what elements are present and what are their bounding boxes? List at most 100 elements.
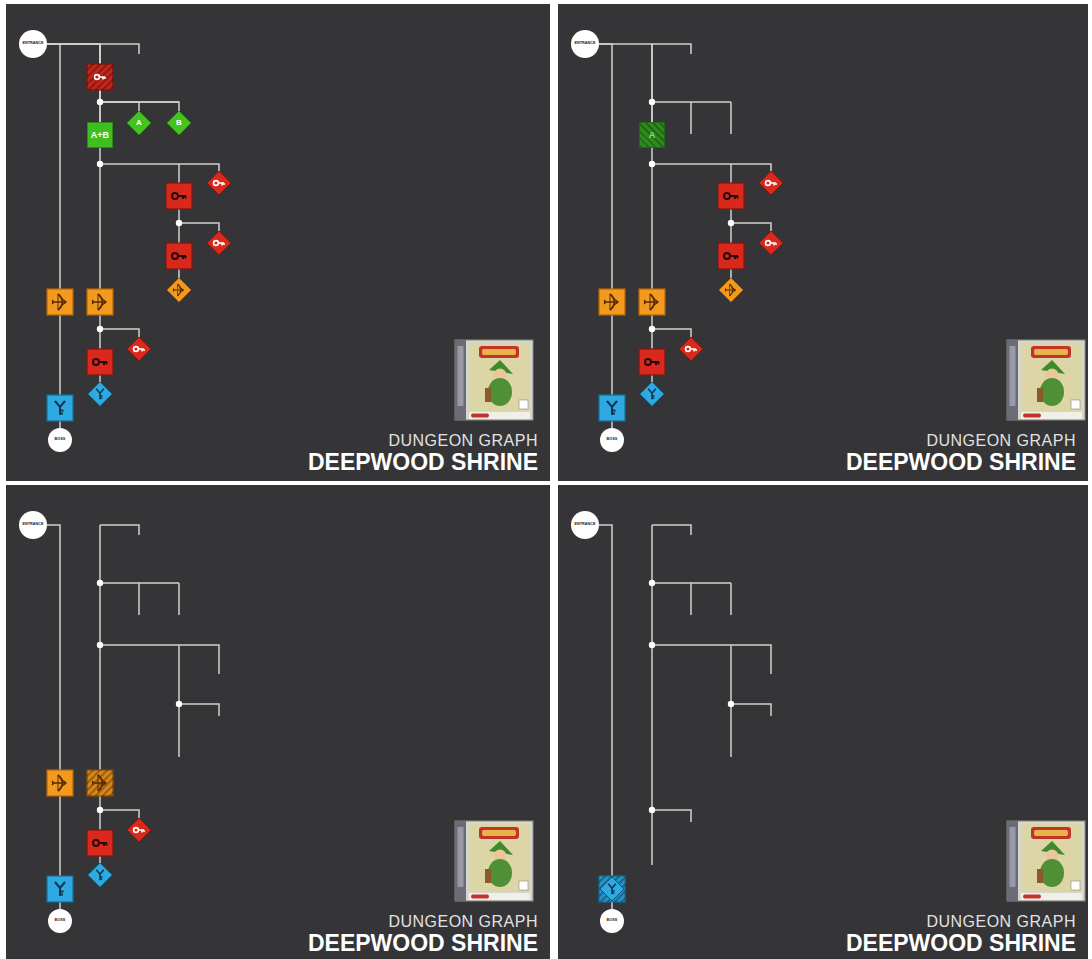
node-label: A (136, 119, 142, 127)
item-lock (87, 289, 113, 315)
terminal-circle: ENTRANCE (19, 30, 47, 58)
title-block: DUNGEON GRAPHDEEPWOOD SHRINE (308, 431, 538, 475)
item-lock (47, 770, 73, 796)
title-text: DEEPWOOD SHRINE (846, 450, 1076, 475)
used-item-lock (87, 770, 113, 796)
switch-diamond: A (127, 111, 151, 135)
graph-connector (47, 44, 139, 111)
boss-door (599, 395, 625, 421)
junction-dot (97, 642, 103, 648)
key-door (639, 349, 665, 375)
panel-background (558, 4, 1088, 481)
title-block: DUNGEON GRAPHDEEPWOOD SHRINE (308, 912, 538, 956)
used-boss-door (599, 876, 625, 902)
junction-dot (649, 326, 655, 332)
panel-lines (100, 44, 219, 394)
small-key (207, 171, 231, 195)
junction-dot (176, 701, 182, 707)
junction-dot (97, 161, 103, 167)
diamond-fill (167, 111, 191, 135)
branch-line (652, 44, 771, 394)
subtitle-text: DUNGEON GRAPH (846, 912, 1076, 931)
junction-dot (176, 220, 182, 226)
panel-icons (47, 580, 533, 902)
panel-background (6, 4, 550, 481)
small-key (679, 337, 703, 361)
key-door (718, 183, 744, 209)
box-art (455, 340, 533, 420)
junction-dot (728, 220, 734, 226)
branch-line (100, 44, 219, 394)
small-key (759, 171, 783, 195)
node-label: ENTRANCE (574, 42, 595, 46)
panel-lines (100, 525, 219, 875)
panel-lines (652, 525, 771, 865)
key-door (87, 830, 113, 856)
branch-line (652, 525, 771, 865)
title-text: DEEPWOOD SHRINE (308, 931, 538, 956)
junction-dot (97, 99, 103, 105)
terminal-circle: BOSS (600, 909, 624, 933)
switch-diamond: B (167, 111, 191, 135)
terminal-circle: ENTRANCE (571, 511, 599, 539)
box-art (455, 821, 533, 901)
title-text: DEEPWOOD SHRINE (846, 931, 1076, 956)
node-label: BOSS (55, 438, 66, 442)
used-key-door (87, 64, 113, 90)
combined-switch-box: A+B (87, 122, 113, 148)
key-door (166, 183, 192, 209)
terminal-circle: BOSS (48, 909, 72, 933)
box-art (1007, 340, 1085, 420)
graph-connector (47, 44, 60, 428)
junction-dot (728, 701, 734, 707)
diamond-fill (127, 111, 151, 135)
small-key (127, 337, 151, 361)
node-label: BOSS (607, 919, 618, 923)
boss-door (47, 395, 73, 421)
item-gust-jar (719, 278, 743, 302)
boss-key (88, 863, 112, 887)
terminal-circle: ENTRANCE (19, 511, 47, 539)
boss-door (47, 876, 73, 902)
graph-connector (599, 525, 612, 909)
node-label: ENTRANCE (22, 42, 43, 46)
small-key (127, 818, 151, 842)
panel-icons (599, 580, 1085, 902)
panel-icons (47, 64, 533, 421)
boss-key (88, 382, 112, 406)
node-label: A (649, 131, 656, 140)
terminal-circle: BOSS (48, 428, 72, 452)
box-art (1007, 821, 1085, 901)
subtitle-text: DUNGEON GRAPH (846, 431, 1076, 450)
junction-dot (649, 642, 655, 648)
key-door (718, 243, 744, 269)
subtitle-text: DUNGEON GRAPH (308, 431, 538, 450)
junction-dot (649, 99, 655, 105)
junction-dot (649, 807, 655, 813)
boss-key (640, 382, 664, 406)
item-lock (639, 289, 665, 315)
small-key (207, 231, 231, 255)
terminal-circle: BOSS (600, 428, 624, 452)
title-block: DUNGEON GRAPHDEEPWOOD SHRINE (846, 912, 1076, 956)
junction-dot (97, 580, 103, 586)
key-door (87, 349, 113, 375)
small-key (759, 231, 783, 255)
node-label: ENTRANCE (22, 523, 43, 527)
panel-backgrounds (6, 4, 1088, 959)
node-label: ENTRANCE (574, 523, 595, 527)
branch-line (100, 525, 219, 875)
panel-lines (652, 44, 771, 394)
node-label: BOSS (607, 438, 618, 442)
junction-dot (97, 807, 103, 813)
graph-connector (599, 44, 612, 428)
subtitle-text: DUNGEON GRAPH (308, 912, 538, 931)
node-label: A+B (91, 131, 109, 140)
title-text: DEEPWOOD SHRINE (308, 450, 538, 475)
terminal-circle: ENTRANCE (571, 30, 599, 58)
node-label: B (176, 119, 182, 127)
item-gust-jar (167, 278, 191, 302)
